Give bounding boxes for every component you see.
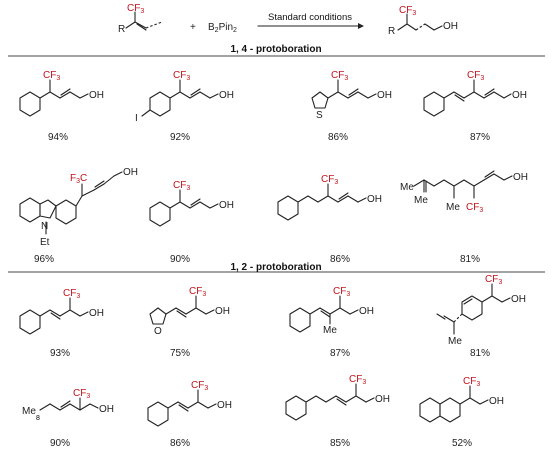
compound-12-4: CF3 OH Me: [436, 274, 526, 347]
yield-14-3: 86%: [328, 132, 348, 143]
yield-14-6: 90%: [170, 254, 190, 265]
yield-14-2: 92%: [170, 132, 190, 143]
yield-12-8: 52%: [452, 438, 472, 449]
oh-label: OH: [489, 396, 504, 407]
compound-14-8: Me Me Me CF3 OH: [400, 170, 528, 214]
cf3-label: CF3: [463, 376, 480, 388]
yield-12-2: 75%: [170, 348, 190, 359]
compound-12-2: O CF3 OH: [149, 286, 230, 337]
compound-14-6: CF3 OH: [149, 180, 234, 227]
methyl-label: Me: [448, 336, 462, 347]
oh-label: OH: [511, 294, 526, 305]
cf3-label: CF3: [466, 202, 483, 214]
yield-12-4: 81%: [470, 348, 490, 359]
cf3-label: CF3: [63, 288, 80, 300]
cf3-label: CF3: [73, 388, 90, 400]
nitrogen-label: N: [41, 221, 48, 232]
yield-12-5: 90%: [50, 438, 70, 449]
cf3-label: CF3: [173, 70, 190, 82]
yield-14-8: 81%: [460, 254, 480, 265]
oh-label: OH: [89, 90, 104, 101]
plus-sign: +: [190, 22, 196, 33]
compound-14-3: S CF3 OH: [311, 70, 392, 121]
iodo-label: I: [135, 113, 138, 124]
compound-12-5: Me 8 CF3 OH: [22, 388, 114, 422]
cf3-label: CF3: [173, 180, 190, 192]
section-title-12: 1, 2 - protoboration: [230, 262, 321, 273]
yield-14-5: 96%: [34, 254, 54, 265]
product-cf3-label: CF3: [399, 5, 416, 17]
substrate-cf3-label: CF3: [127, 3, 144, 15]
compound-12-3: Me CF3 OH: [289, 286, 374, 336]
yield-14-1: 94%: [48, 132, 68, 143]
methyl-label: Me: [400, 182, 414, 193]
chain-subscript: 8: [36, 415, 40, 422]
methyl-label: Me: [414, 195, 428, 206]
oh-label: OH: [89, 308, 104, 319]
f3c-label: F3C: [70, 173, 87, 185]
compound-14-4: CF3 OH: [423, 70, 527, 117]
compound-12-1: CF3 OH: [19, 288, 104, 335]
cf3-label: CF3: [467, 70, 484, 82]
cf3-label: CF3: [189, 286, 206, 298]
substrate-r-label: R: [118, 24, 125, 35]
compound-14-5: N Et F3C OH: [19, 167, 138, 248]
oh-label: OH: [219, 200, 234, 211]
cf3-label: CF3: [333, 286, 350, 298]
ethyl-label: Et: [40, 237, 50, 248]
cf3-label: CF3: [485, 274, 502, 286]
oh-label: OH: [377, 90, 392, 101]
yield-14-4: 87%: [470, 132, 490, 143]
cf3-label: CF3: [321, 174, 338, 186]
oh-label: OH: [217, 400, 232, 411]
product-oh-label: OH: [443, 21, 458, 32]
compound-12-8: CF3 OH: [419, 376, 504, 423]
yield-12-3: 87%: [330, 348, 350, 359]
cf3-label: CF3: [43, 70, 60, 82]
general-reaction: R CF3 + B2Pin2 Standard conditions R CF3…: [118, 3, 458, 37]
cf3-label: CF3: [331, 70, 348, 82]
oxygen-label: O: [154, 326, 162, 337]
methyl-label: Me: [323, 325, 337, 336]
oh-label: OH: [99, 404, 114, 415]
methyl-label: Me: [22, 406, 36, 417]
oh-label: OH: [219, 90, 234, 101]
yield-12-1: 93%: [50, 348, 70, 359]
substrate: R CF3: [118, 3, 163, 35]
oh-label: OH: [367, 194, 382, 205]
compound-14-7: CF3 OH: [277, 174, 382, 221]
product: R CF3 OH: [388, 5, 458, 37]
oh-label: OH: [123, 167, 138, 178]
cf3-label: CF3: [191, 380, 208, 392]
yield-12-6: 86%: [170, 438, 190, 449]
conditions-label: Standard conditions: [268, 12, 352, 23]
section-title-14: 1, 4 - protoboration: [230, 44, 321, 55]
reagent-b2pin2: B2Pin2: [208, 22, 237, 34]
compound-12-6: CF3 OH: [147, 380, 232, 427]
reaction-arrow: [257, 23, 364, 29]
sulfur-label: S: [316, 110, 323, 121]
compound-12-7: CF3 OH: [285, 374, 390, 421]
oh-label: OH: [359, 306, 374, 317]
yield-12-7: 85%: [330, 438, 350, 449]
methyl-label: Me: [446, 202, 460, 213]
compound-14-2: I CF3 OH: [135, 70, 234, 124]
oh-label: OH: [375, 394, 390, 405]
yield-14-7: 86%: [330, 254, 350, 265]
product-r-label: R: [388, 26, 395, 37]
compound-14-1: CF3 OH: [19, 70, 104, 117]
oh-label: OH: [513, 172, 528, 183]
oh-label: OH: [512, 90, 527, 101]
oh-label: OH: [215, 306, 230, 317]
cf3-label: CF3: [349, 374, 366, 386]
